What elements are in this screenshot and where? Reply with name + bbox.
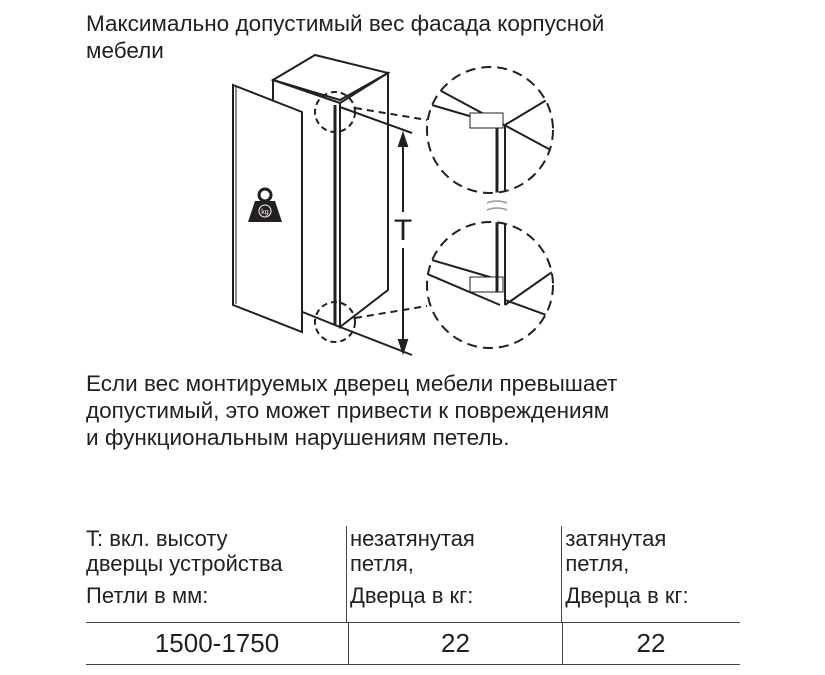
cell-height: 1500-1750 [154, 628, 280, 658]
paragraph-line: допустимый, это может привести к поврежд… [86, 398, 610, 423]
header-text: Дверца в кг: [349, 583, 474, 608]
detail-zoom-top [426, 66, 554, 194]
header-text: затянутая [565, 526, 667, 551]
header-untightened: незатянутая петля, Дверца в кг: [345, 526, 561, 622]
detail-zoom-bottom [426, 221, 554, 349]
title-line: Максимально допустимый вес фасада корпус… [86, 11, 605, 36]
svg-text:kg: kg [261, 209, 269, 216]
header-text: дверцы устройства [86, 551, 283, 576]
header-text: T: вкл. высоту [86, 526, 228, 551]
weight-icon: kg [248, 187, 282, 222]
header-text: Петли в мм: [86, 583, 209, 608]
header-text: петля, [349, 551, 414, 576]
page-title: Максимально допустимый вес фасада корпус… [86, 10, 786, 64]
cell-tightened: 22 [562, 623, 739, 664]
table-header-row: T: вкл. высоту дверцы устройства Петли в… [86, 526, 740, 623]
header-text: незатянутая [349, 526, 475, 551]
warning-paragraph: Если вес монтируемых дверец мебели превы… [86, 370, 806, 451]
paragraph-line: Если вес монтируемых дверец мебели превы… [86, 371, 618, 396]
paragraph-line: и функциональным нарушениям петель. [86, 425, 510, 450]
title-line: мебели [86, 38, 164, 63]
cell-untightened: 22 [348, 623, 562, 664]
header-text: петля, [565, 551, 630, 576]
detail-circle-bottom [314, 301, 356, 343]
svg-text:T: T [394, 214, 412, 247]
header-tightened: затянутая петля, Дверца в кг: [561, 526, 740, 622]
table-row: 1500-1750 22 22 [86, 623, 740, 665]
dimension-t: T [394, 130, 412, 356]
header-text: Дверца в кг: [565, 583, 689, 608]
weight-table: T: вкл. высоту дверцы устройства Петли в… [86, 526, 740, 665]
header-height: T: вкл. высоту дверцы устройства Петли в… [86, 526, 346, 622]
